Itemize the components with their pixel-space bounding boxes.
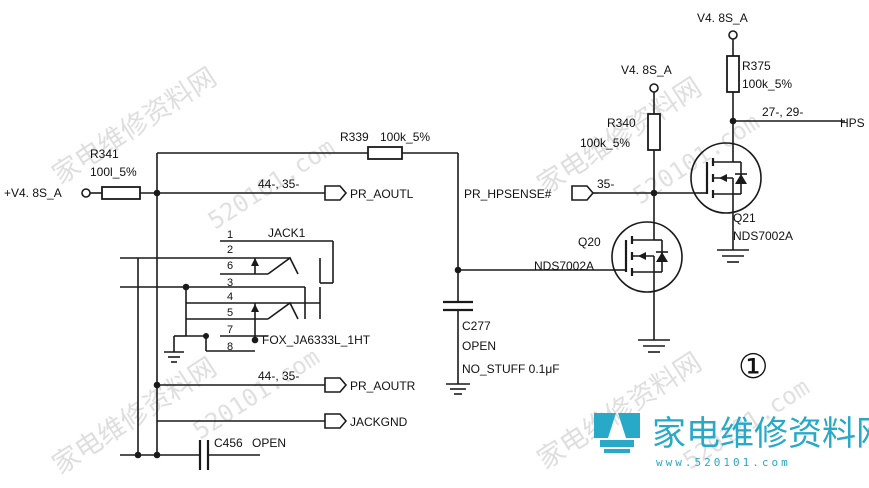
- jack-pin-number: 6: [227, 260, 233, 272]
- mosfet-q20: Q20 NDS7002A: [534, 221, 683, 353]
- diode-icon: [735, 174, 747, 184]
- arrow-icon: [719, 174, 727, 182]
- jack-pin-number: 4: [227, 291, 233, 303]
- net-label-v48s-a: +V4. 8S_A: [4, 186, 62, 200]
- net-label-hps: HPS: [840, 116, 865, 130]
- offpage-connector-jackgnd: [324, 413, 348, 429]
- c277-ref: C277: [462, 319, 491, 333]
- offpage-connector-pr-aoutr: [324, 377, 348, 393]
- c277-note: NO_STUFF 0.1μF: [462, 362, 560, 376]
- r340-ref: R340: [607, 116, 636, 130]
- transistor-outline: [611, 221, 683, 293]
- r375-value: 100k_5%: [742, 77, 792, 91]
- arrow-icon: [638, 252, 646, 260]
- logo-url: www.520101.com: [656, 456, 791, 469]
- jack-pin-number: 5: [227, 307, 233, 319]
- capacitor-c277: C277 OPEN NO_STUFF 0.1μF: [443, 300, 560, 395]
- r375-branch: V4. 8S_A R375 100k_5% 27-, 29- HPS: [697, 11, 865, 150]
- jack-pin-number: 8: [227, 341, 233, 353]
- c456-value: OPEN: [252, 436, 286, 450]
- c277-value: OPEN: [462, 339, 496, 353]
- net-pr-hpsense: PR_HPSENSE# 35-: [464, 177, 614, 201]
- r339-ref: R339: [340, 130, 369, 144]
- supply-terminal: [81, 188, 91, 198]
- site-logo: 家电维修资料网 www.520101.com: [594, 413, 869, 469]
- resistor-body: [647, 113, 661, 151]
- resistor-r341: R341 100l_5%: [90, 147, 141, 200]
- net-ref-hps: 27-, 29-: [762, 105, 803, 119]
- offpage-connector-pr-hpsense: [571, 185, 595, 201]
- net-label-pr-hpsense: PR_HPSENSE#: [464, 187, 552, 201]
- supply-left: +V4. 8S_A: [4, 186, 102, 200]
- q20-part: NDS7002A: [534, 259, 594, 273]
- logo-mark-icon: [594, 413, 640, 453]
- net-jackgnd: JACKGND: [324, 413, 408, 429]
- supply-terminal: [649, 83, 659, 93]
- net-ref-pr-aoutl: 44-, 35-: [258, 177, 299, 191]
- q20-ref: Q20: [578, 235, 601, 249]
- net-ref-pr-hpsense: 35-: [597, 177, 614, 191]
- jack1-ref: JACK1: [268, 226, 306, 240]
- figure-number: ①: [738, 347, 768, 387]
- r340-value: 100k_5%: [580, 136, 630, 150]
- resistor-body: [367, 146, 403, 160]
- jack-pin-number: 3: [227, 277, 233, 289]
- net-label-pr-aoutr: PR_AOUTR: [350, 379, 416, 393]
- capacitor-c456: C456 OPEN: [198, 436, 286, 470]
- left-node-wiring: PR_AOUTL 44-, 35-: [140, 152, 414, 455]
- jack-pin-number: 2: [227, 244, 233, 256]
- q21-ref: Q21: [733, 211, 756, 225]
- diode-icon: [656, 252, 668, 262]
- resistor-body: [101, 186, 141, 200]
- supply-terminal: [728, 30, 738, 40]
- transistor-outline: [690, 142, 762, 214]
- resistor-r339: R339 100k_5%: [340, 130, 459, 302]
- jack1-part: FOX_JA6333L_1HT: [262, 333, 371, 347]
- net-label-v48s-a-r375: V4. 8S_A: [697, 11, 748, 25]
- resistor-body: [726, 55, 740, 93]
- r375-ref: R375: [742, 59, 771, 73]
- r340-branch: V4. 8S_A R340 100k_5%: [580, 63, 695, 228]
- jack-left-bus: [120, 258, 325, 459]
- net-label-v48s-a-r340: V4. 8S_A: [621, 63, 672, 77]
- net-label-pr-aoutl: PR_AOUTL: [350, 187, 414, 201]
- logo-text: 家电维修资料网: [652, 414, 869, 454]
- jack-pin-number: 1: [227, 229, 233, 241]
- q21-part: NDS7002A: [733, 229, 793, 243]
- jack-pin-number: 7: [227, 324, 233, 336]
- r339-value: 100k_5%: [380, 130, 430, 144]
- net-pr-aoutr: PR_AOUTR 44-, 35-: [258, 369, 416, 393]
- offpage-connector-pr-aoutl: [324, 185, 348, 201]
- net-label-jackgnd: JACKGND: [350, 415, 408, 429]
- c456-ref: C456: [214, 436, 243, 450]
- mosfet-q21: Q21 NDS7002A: [690, 142, 793, 263]
- net-ref-pr-aoutr: 44-, 35-: [258, 369, 299, 383]
- jack1-connector: JACK1 1 2 6 3 4 5 7 8 FOX_JA6333L_1H: [120, 226, 371, 363]
- r341-value: 100l_5%: [90, 165, 137, 179]
- r341-ref: R341: [90, 147, 119, 161]
